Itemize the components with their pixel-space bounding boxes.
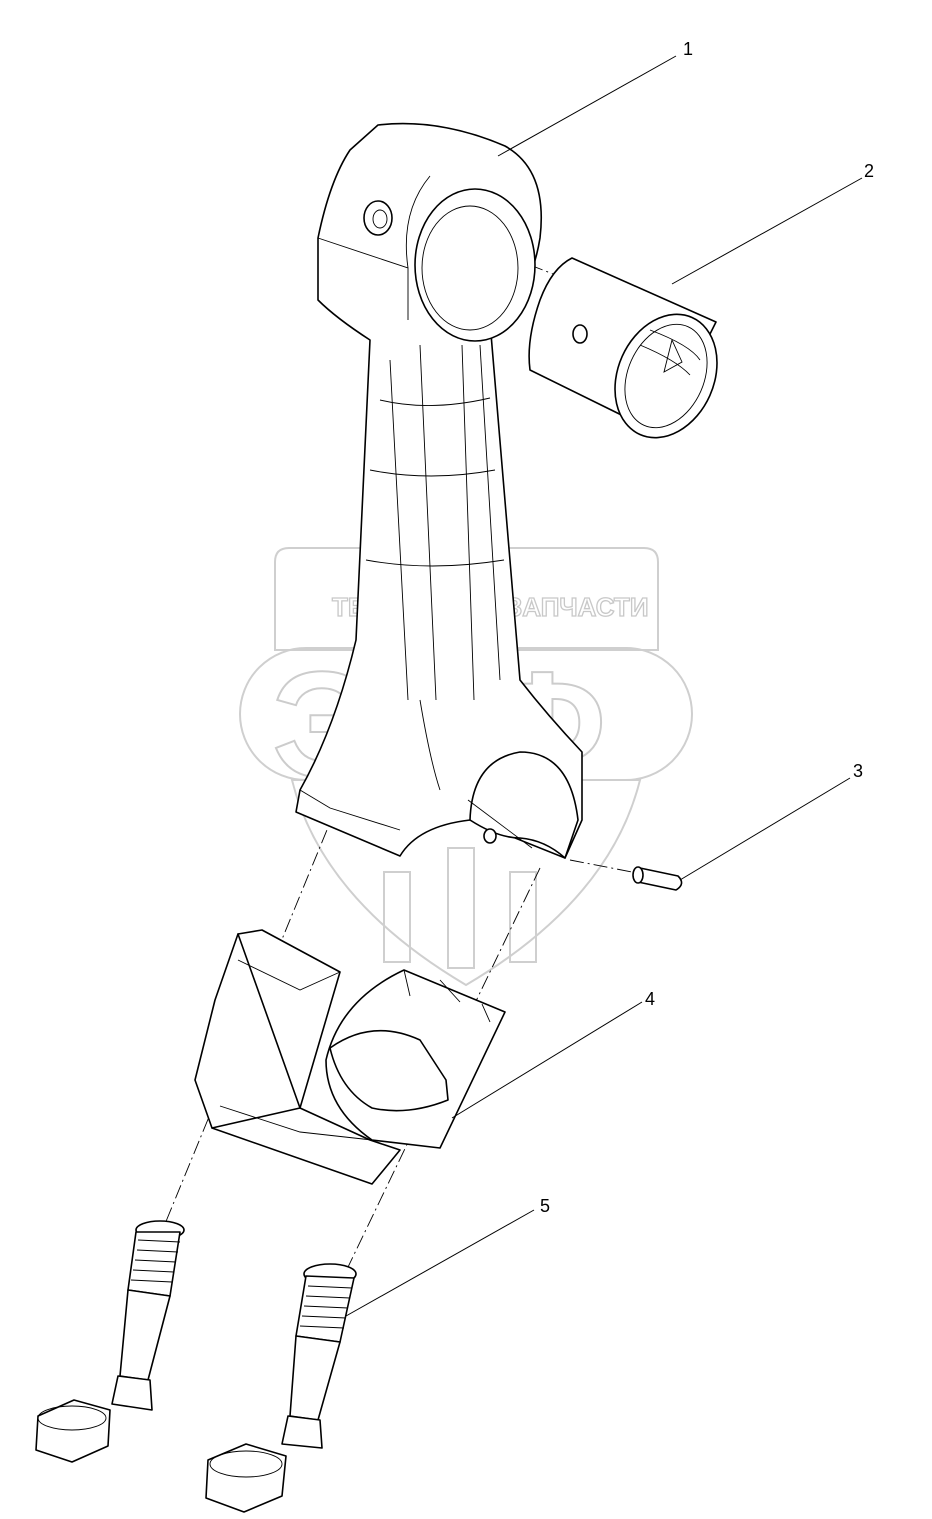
callout-5: 5 bbox=[540, 1196, 550, 1216]
leader-lines bbox=[345, 55, 863, 1317]
rod-bolt-icon bbox=[35, 1220, 357, 1513]
connecting-rod-icon bbox=[295, 122, 583, 859]
callout-2: 2 bbox=[864, 161, 874, 181]
wheat-icon bbox=[383, 847, 537, 969]
callout-labels: 1 2 3 4 5 bbox=[540, 39, 874, 1216]
rod-bolt-right bbox=[205, 1263, 357, 1513]
bushing-icon bbox=[528, 257, 718, 439]
dowel-pin-icon bbox=[632, 866, 683, 891]
callout-3: 3 bbox=[853, 761, 863, 781]
callout-4: 4 bbox=[645, 989, 655, 1009]
rod-cap-icon bbox=[194, 929, 506, 1185]
callout-1: 1 bbox=[683, 39, 693, 59]
watermark-right-text: ЗАПЧАСТИ bbox=[506, 592, 649, 622]
rod-bolt-left bbox=[35, 1220, 185, 1463]
